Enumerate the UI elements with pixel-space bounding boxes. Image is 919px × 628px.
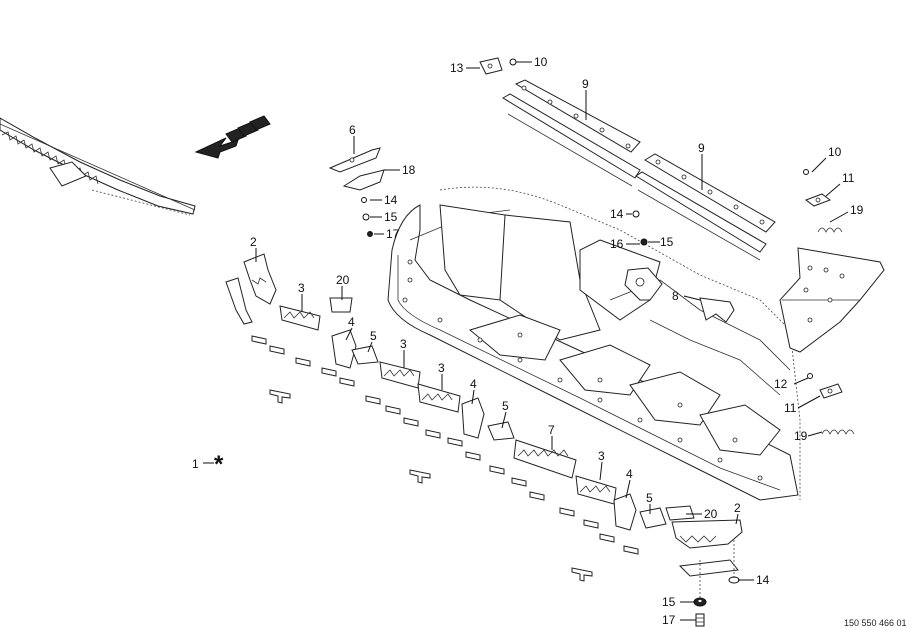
callout-17: 17 <box>386 227 400 241</box>
knife-section-5-b <box>487 421 515 441</box>
callout-14: 14 <box>384 193 398 207</box>
upper-bar-9-right <box>635 153 776 261</box>
callout-9: 9 <box>698 141 705 155</box>
callout-5: 5 <box>646 491 653 505</box>
callout-15: 15 <box>384 210 398 224</box>
cutter-frame <box>387 186 801 501</box>
callout-12: 12 <box>774 377 788 391</box>
guard-6 <box>328 147 381 173</box>
knife-section-2-left <box>243 253 277 305</box>
nut-15-bottom <box>693 597 707 607</box>
knife-section-2-right <box>671 519 743 549</box>
callout-3: 3 <box>400 337 407 351</box>
guard-20-left <box>329 297 353 313</box>
bolt-10-right <box>803 169 809 175</box>
knife-section-3-b <box>379 361 421 389</box>
callout-8: 8 <box>672 289 679 303</box>
washer-14-mid <box>632 210 640 218</box>
callout-11: 11 <box>842 171 855 185</box>
callout-4: 4 <box>470 377 477 391</box>
bracket-13 <box>479 57 503 75</box>
guard-20-right <box>665 505 695 521</box>
knife-back-strap-right <box>678 559 739 577</box>
callout-3: 3 <box>298 281 305 295</box>
bolt-17-left <box>367 231 373 237</box>
callout-5: 5 <box>370 329 377 343</box>
callout-14: 14 <box>756 573 770 587</box>
knife-section-4-a <box>331 329 357 369</box>
spring-19-top <box>817 227 843 233</box>
callout-11: 11 <box>784 401 797 415</box>
callout-3: 3 <box>598 449 605 463</box>
bolt-10-top <box>509 58 517 66</box>
callout-7: 7 <box>548 423 555 437</box>
frame-holes <box>402 259 763 481</box>
diagram-reference-number: 150 550 466 01 <box>844 618 907 628</box>
callout-14: 14 <box>610 207 624 221</box>
knife-section-4-b <box>461 397 485 439</box>
callout-10: 10 <box>534 55 548 69</box>
callout-19: 19 <box>850 203 864 217</box>
knife-section-3-c <box>417 383 461 413</box>
callout-2: 2 <box>250 235 257 249</box>
callout-15: 15 <box>662 595 676 609</box>
callout-6: 6 <box>349 123 356 137</box>
callout-20: 20 <box>704 507 718 521</box>
callout-labels: 1 2 2 3 3 3 3 4 4 4 5 5 5 6 7 8 9 9 10 1… <box>192 55 864 627</box>
plate-18 <box>342 169 385 191</box>
callout-16: 16 <box>610 237 624 251</box>
callout-4: 4 <box>348 315 355 329</box>
callout-4: 4 <box>626 467 633 481</box>
callout-18: 18 <box>402 163 416 177</box>
washer-14-left <box>361 197 367 203</box>
spring-19-bottom <box>821 429 855 435</box>
leader-lines <box>203 61 849 621</box>
callout-5: 5 <box>502 399 509 413</box>
knife-section-7 <box>513 439 577 479</box>
callout-15: 15 <box>660 235 674 249</box>
asterisk-icon: * <box>214 451 224 478</box>
knife-section-3-d <box>575 475 617 505</box>
callout-20: 20 <box>336 273 350 287</box>
knife-section-4-c <box>613 493 637 531</box>
callout-2: 2 <box>734 501 741 515</box>
bracket-8 <box>699 297 735 323</box>
callout-13: 13 <box>450 61 464 75</box>
knife-bar-fragment <box>0 117 196 216</box>
callout-19: 19 <box>794 429 808 443</box>
t-clips <box>269 389 593 582</box>
upper-bar-9-left <box>502 79 641 187</box>
callout-1: 1 <box>192 457 199 471</box>
callout-17: 17 <box>662 613 676 627</box>
knife-section-3-a <box>279 305 321 331</box>
callout-10: 10 <box>828 145 842 159</box>
bolt-12 <box>807 373 813 379</box>
direction-arrow-icon <box>194 115 271 159</box>
knife-section-5-c <box>639 507 667 529</box>
side-bracket-plate <box>779 247 885 353</box>
knife-section-5-a <box>351 345 379 365</box>
bolt-17-bottom <box>695 613 705 627</box>
knife-back-strap <box>225 277 253 325</box>
clip-row-upper <box>251 335 639 555</box>
clip-11-bottom <box>819 383 843 399</box>
nut-15-left <box>362 213 370 221</box>
nut-16 <box>640 238 648 246</box>
clip-11-top <box>804 193 832 207</box>
callout-9: 9 <box>582 77 589 91</box>
svg-text:*: * <box>214 451 224 478</box>
callout-3: 3 <box>438 361 445 375</box>
